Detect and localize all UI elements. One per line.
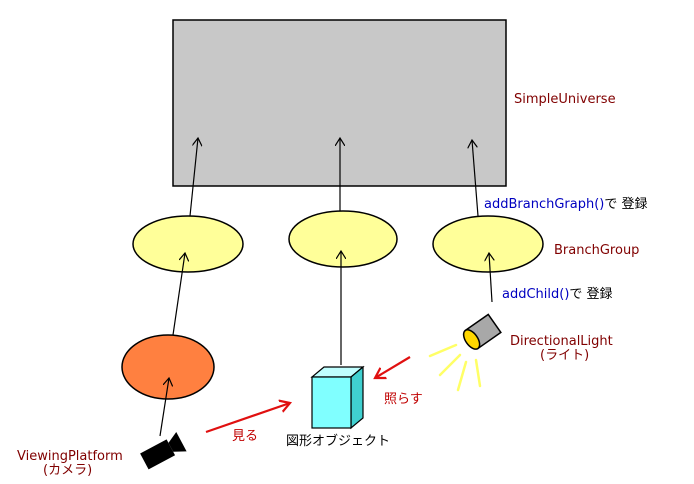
- branch-group-middle: [288, 210, 398, 268]
- camera-icon: [140, 431, 187, 470]
- shape-object-label: 図形オブジェクト: [286, 433, 390, 449]
- viewing-platform-label: ViewingPlatform: [17, 449, 123, 464]
- branch-group-left: [132, 215, 244, 273]
- camera-node: [121, 334, 215, 400]
- add-branch-graph-suffix: で 登録: [604, 197, 647, 212]
- light-rays: [428, 343, 482, 392]
- add-child-method: addChild(): [502, 287, 569, 302]
- add-branch-graph-method: addBranchGraph(): [484, 197, 604, 212]
- arrow-light-to-branch: [489, 253, 492, 303]
- arrow-right-to-universe: [472, 140, 479, 217]
- simple-universe-label: SimpleUniverse: [514, 92, 616, 107]
- branch-group-right: [432, 215, 544, 273]
- arrow-camera-node-to-branch: [172, 253, 185, 336]
- see-arrow: [205, 403, 290, 434]
- add-child-label: addChild()で 登録: [502, 287, 613, 302]
- see-label: 見る: [232, 429, 258, 444]
- arrow-left-to-universe: [189, 138, 198, 217]
- illuminate-arrow: [375, 356, 411, 378]
- light-jp-label: (ライト): [540, 348, 589, 363]
- add-branch-graph-label: addBranchGraph()で 登録: [484, 197, 648, 212]
- branch-group-label: BranchGroup: [554, 243, 639, 258]
- illuminate-label: 照らす: [384, 392, 423, 407]
- directional-light-label: DirectionalLight: [510, 334, 613, 349]
- spotlight-icon: [462, 313, 502, 350]
- arrow-camera-to-node: [159, 378, 169, 437]
- add-child-suffix: で 登録: [569, 287, 612, 302]
- cube-icon: [310, 365, 365, 430]
- camera-jp-label: (カメラ): [43, 463, 92, 478]
